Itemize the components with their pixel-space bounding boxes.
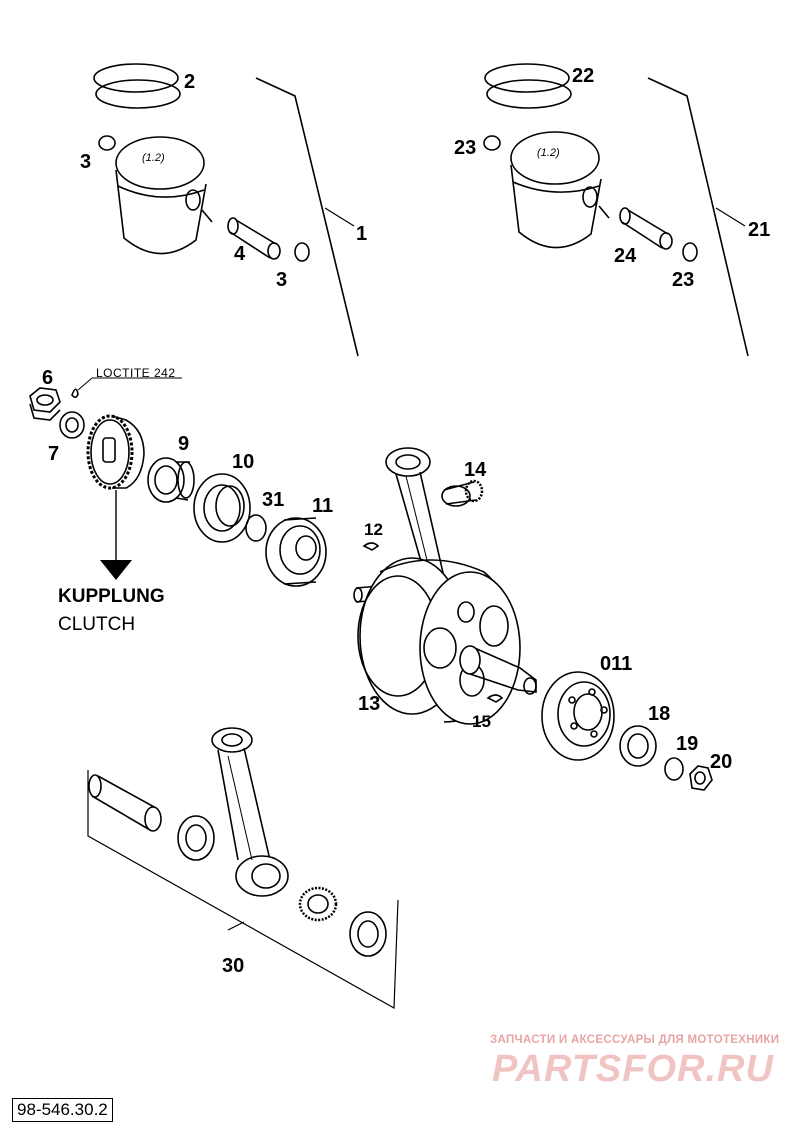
piston-pin-left bbox=[227, 217, 281, 260]
callout-11: 11 bbox=[312, 495, 334, 517]
callout-18: 18 bbox=[648, 703, 671, 725]
callout-4: 4 bbox=[234, 243, 246, 265]
clutch-side-parts bbox=[29, 377, 327, 587]
callout-12: 12 bbox=[364, 520, 383, 539]
bracket-30 bbox=[87, 770, 399, 1010]
needle-bearing-14 bbox=[441, 479, 484, 507]
piston-ring-lower bbox=[95, 79, 181, 109]
callout-1: 1 bbox=[356, 223, 368, 245]
callout-011: 011 bbox=[600, 653, 633, 675]
callout-13: 13 bbox=[358, 693, 381, 715]
callout-10: 10 bbox=[232, 451, 255, 473]
crank-pin bbox=[88, 774, 162, 832]
o-ring-31 bbox=[245, 514, 267, 542]
callout-3: 3 bbox=[276, 269, 288, 291]
piston-ring-upper bbox=[93, 63, 179, 93]
piston-pin-right bbox=[619, 207, 673, 250]
nut-6 bbox=[29, 387, 61, 421]
piston-mark-left: (1.2) bbox=[142, 152, 165, 164]
spacer-9 bbox=[147, 457, 195, 503]
clutch-arrow-head bbox=[100, 560, 132, 580]
loctite-drop bbox=[71, 388, 79, 399]
thrust-washer-upper bbox=[177, 815, 215, 861]
callout-21: 21 bbox=[748, 219, 771, 241]
callout-23: 23 bbox=[454, 137, 477, 159]
callout-30: 30 bbox=[222, 955, 245, 977]
document-number: 98-546.30.2 bbox=[12, 1098, 113, 1122]
washer-19 bbox=[664, 757, 684, 781]
callout-19: 19 bbox=[676, 733, 699, 755]
callout-22: 22 bbox=[572, 65, 595, 87]
callout-23: 23 bbox=[672, 269, 695, 291]
thrust-washer-lower bbox=[349, 911, 387, 957]
callout-9: 9 bbox=[178, 433, 190, 455]
bearing-11 bbox=[265, 517, 327, 587]
conrod-kit-30 bbox=[87, 727, 399, 1010]
crank-journal-right bbox=[459, 645, 537, 695]
connecting-rod-30 bbox=[211, 727, 289, 897]
oil-seal-18 bbox=[619, 725, 657, 767]
loctite-label: LOCTITE 242 bbox=[96, 366, 176, 380]
clutch-label-en: CLUTCH bbox=[58, 614, 136, 635]
circlip-top bbox=[98, 135, 116, 151]
needle-bearing-30 bbox=[298, 886, 338, 922]
callout-31: 31 bbox=[262, 489, 285, 511]
bracket-1 bbox=[255, 77, 359, 357]
woodruff-key-12 bbox=[362, 542, 380, 551]
bracket-21 bbox=[647, 77, 749, 357]
callout-3: 3 bbox=[80, 151, 92, 173]
callout-2: 2 bbox=[184, 71, 196, 93]
piston-left: (1.2) bbox=[115, 136, 213, 255]
washer-7 bbox=[59, 411, 85, 439]
callout-7: 7 bbox=[48, 443, 60, 465]
callout-14: 14 bbox=[464, 459, 487, 481]
main-bearing-011 bbox=[541, 671, 615, 761]
callout-20: 20 bbox=[710, 751, 733, 773]
circlip-top-right bbox=[483, 135, 501, 151]
piston-mark-right: (1.2) bbox=[537, 147, 560, 159]
piston-right: (1.2) bbox=[510, 131, 610, 249]
piston-kit-left: (1.2) bbox=[93, 63, 359, 357]
loctite-leader bbox=[77, 377, 93, 391]
crankshaft-13 bbox=[353, 447, 537, 725]
callout-24: 24 bbox=[614, 245, 637, 267]
clutch-label-de: KUPPLUNG bbox=[58, 586, 165, 607]
nut-20 bbox=[689, 765, 713, 791]
callout-15: 15 bbox=[472, 712, 491, 731]
piston-ring-lower-right bbox=[486, 79, 572, 109]
circlip-bottom-right bbox=[682, 242, 698, 262]
piston-ring-upper-right bbox=[484, 63, 570, 93]
circlip-bottom bbox=[294, 242, 310, 262]
callout-6: 6 bbox=[42, 367, 54, 389]
woodruff-key-15 bbox=[486, 694, 504, 703]
piston-kit-right: (1.2) bbox=[483, 63, 749, 357]
primary-gear bbox=[86, 414, 145, 490]
oil-seal-10 bbox=[193, 473, 251, 543]
watermark-tagline: ЗАПЧАСТИ И АКСЕССУАРЫ ДЛЯ МОТОТЕХНИКИ bbox=[490, 1034, 780, 1046]
watermark-logo: PARTSFOR.RU bbox=[492, 1048, 774, 1090]
